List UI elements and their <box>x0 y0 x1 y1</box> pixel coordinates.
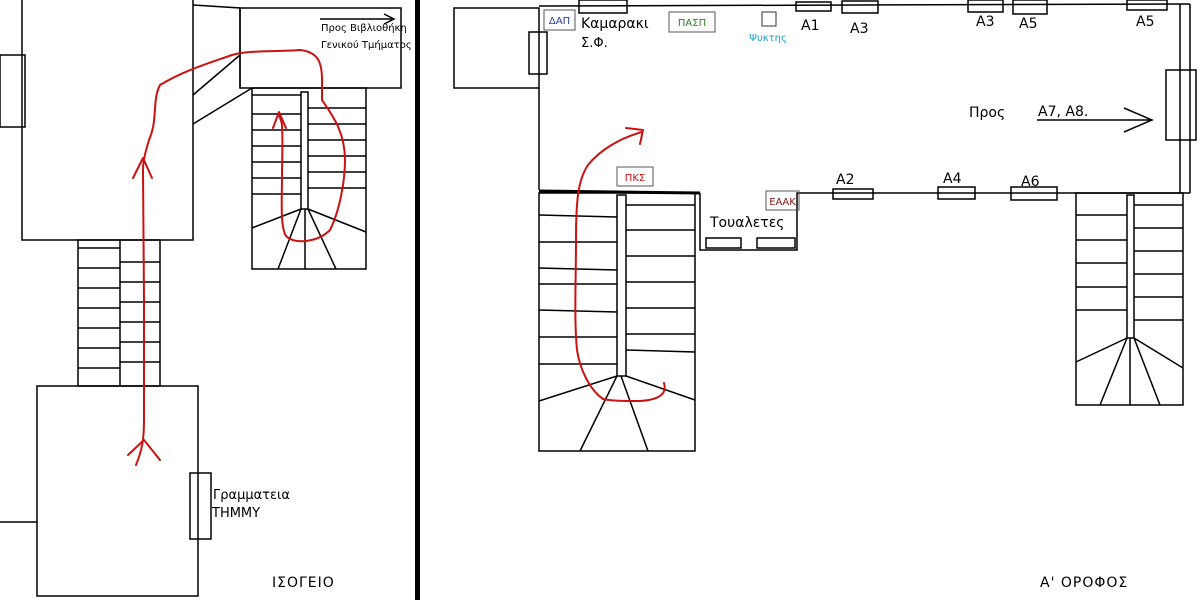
door-a2 <box>832 188 874 200</box>
door-a1 <box>795 1 832 12</box>
ground-floor: Προς Βιβλιοθήκη Γενικού Τμήματος Γραμματ… <box>0 0 412 597</box>
room-label-a3-second: Α3 <box>976 14 994 30</box>
library-label-line2: Γενικού Τμήματος <box>321 39 412 51</box>
connecting-stairs-steps <box>78 247 160 369</box>
kamaraki-label-line2: Σ.Φ. <box>581 36 608 51</box>
eaak-label: ΕΑΑΚ <box>769 197 796 208</box>
pks-label: ΠΚΣ <box>625 173 645 184</box>
secretariat-door <box>189 472 212 540</box>
library-label-line1: Προς Βιβλιοθήκη <box>321 22 407 34</box>
door-a6 <box>1010 186 1058 201</box>
upper-block <box>21 0 194 241</box>
fridge-label: Ψυκτης <box>749 33 787 44</box>
door-a3-second <box>967 0 1004 13</box>
dap-box <box>543 9 576 31</box>
secretariat-label-line1: Γραμματεια <box>213 488 290 503</box>
annex-door <box>528 31 548 75</box>
first-left-stairs <box>538 192 696 452</box>
room-label-a4: Α4 <box>943 171 962 187</box>
dap-label: ΔΑΠ <box>549 16 570 27</box>
kamaraki-label-line1: Καμαρακι <box>581 16 649 32</box>
door-a5 <box>1012 0 1048 15</box>
corridor-top-wall <box>538 3 1191 7</box>
lower-block <box>36 385 199 597</box>
first-right-stairs-rail <box>1126 194 1135 339</box>
corridor-diagonal-wall <box>192 54 241 96</box>
door-a5-second <box>1126 0 1168 11</box>
first-left-stairs-steps <box>538 204 696 452</box>
ground-right-stairs-steps <box>251 94 367 270</box>
first-right-stairs-steps <box>1075 204 1184 406</box>
ground-floor-title: ΙΣΟΓΕΙΟ <box>272 575 335 591</box>
secretariat-label-line2: ΤΗΜΜΥ <box>211 506 260 521</box>
pasp-box <box>668 11 716 33</box>
first-floor-title: Α' ΟΡΟΦΟΣ <box>1040 575 1128 591</box>
square-icon <box>761 11 777 27</box>
door-toilet-1 <box>705 237 742 249</box>
left-edge-stub <box>0 54 26 128</box>
corridor-diagonal-wall-lower <box>192 87 253 125</box>
room-label-a3: Α3 <box>850 21 868 37</box>
room-label-a1: Α1 <box>801 18 819 34</box>
pasp-label: ΠΑΣΠ <box>678 18 706 29</box>
annex-room <box>453 7 540 89</box>
door-a3 <box>841 0 879 14</box>
towards-label: Προς <box>969 105 1005 121</box>
first-floor: ΔΑΠ ΠΑΣΠ Ψυκτης ΠΚΣ ΕΑΑΚ Καμαρακι Σ.Φ. Α… <box>453 0 1197 591</box>
door-kamaraki <box>578 0 628 14</box>
library-arrow-head <box>383 13 396 25</box>
right-exit-door <box>1165 69 1197 141</box>
eaak-box <box>765 190 800 211</box>
ground-floor-route <box>135 49 346 466</box>
toilets-label: Τουαλετες <box>709 215 785 231</box>
room-label-a6: Α6 <box>1021 174 1040 190</box>
first-floor-route <box>574 131 666 402</box>
door-a4 <box>937 186 976 200</box>
floor-divider <box>415 0 420 600</box>
room-label-a5: Α5 <box>1019 16 1037 32</box>
room-label-a2: Α2 <box>836 172 854 188</box>
room-label-a5-second: Α5 <box>1136 14 1154 30</box>
pks-box <box>616 166 654 187</box>
door-toilet-2 <box>756 237 796 249</box>
towards-arrow-head <box>1123 107 1154 133</box>
first-left-stairs-rail <box>616 194 627 377</box>
corridor-bottom-wall <box>699 192 1190 251</box>
towards-rooms-label: Α7, Α8. <box>1038 104 1088 120</box>
ground-right-stairs-rail <box>300 91 309 210</box>
